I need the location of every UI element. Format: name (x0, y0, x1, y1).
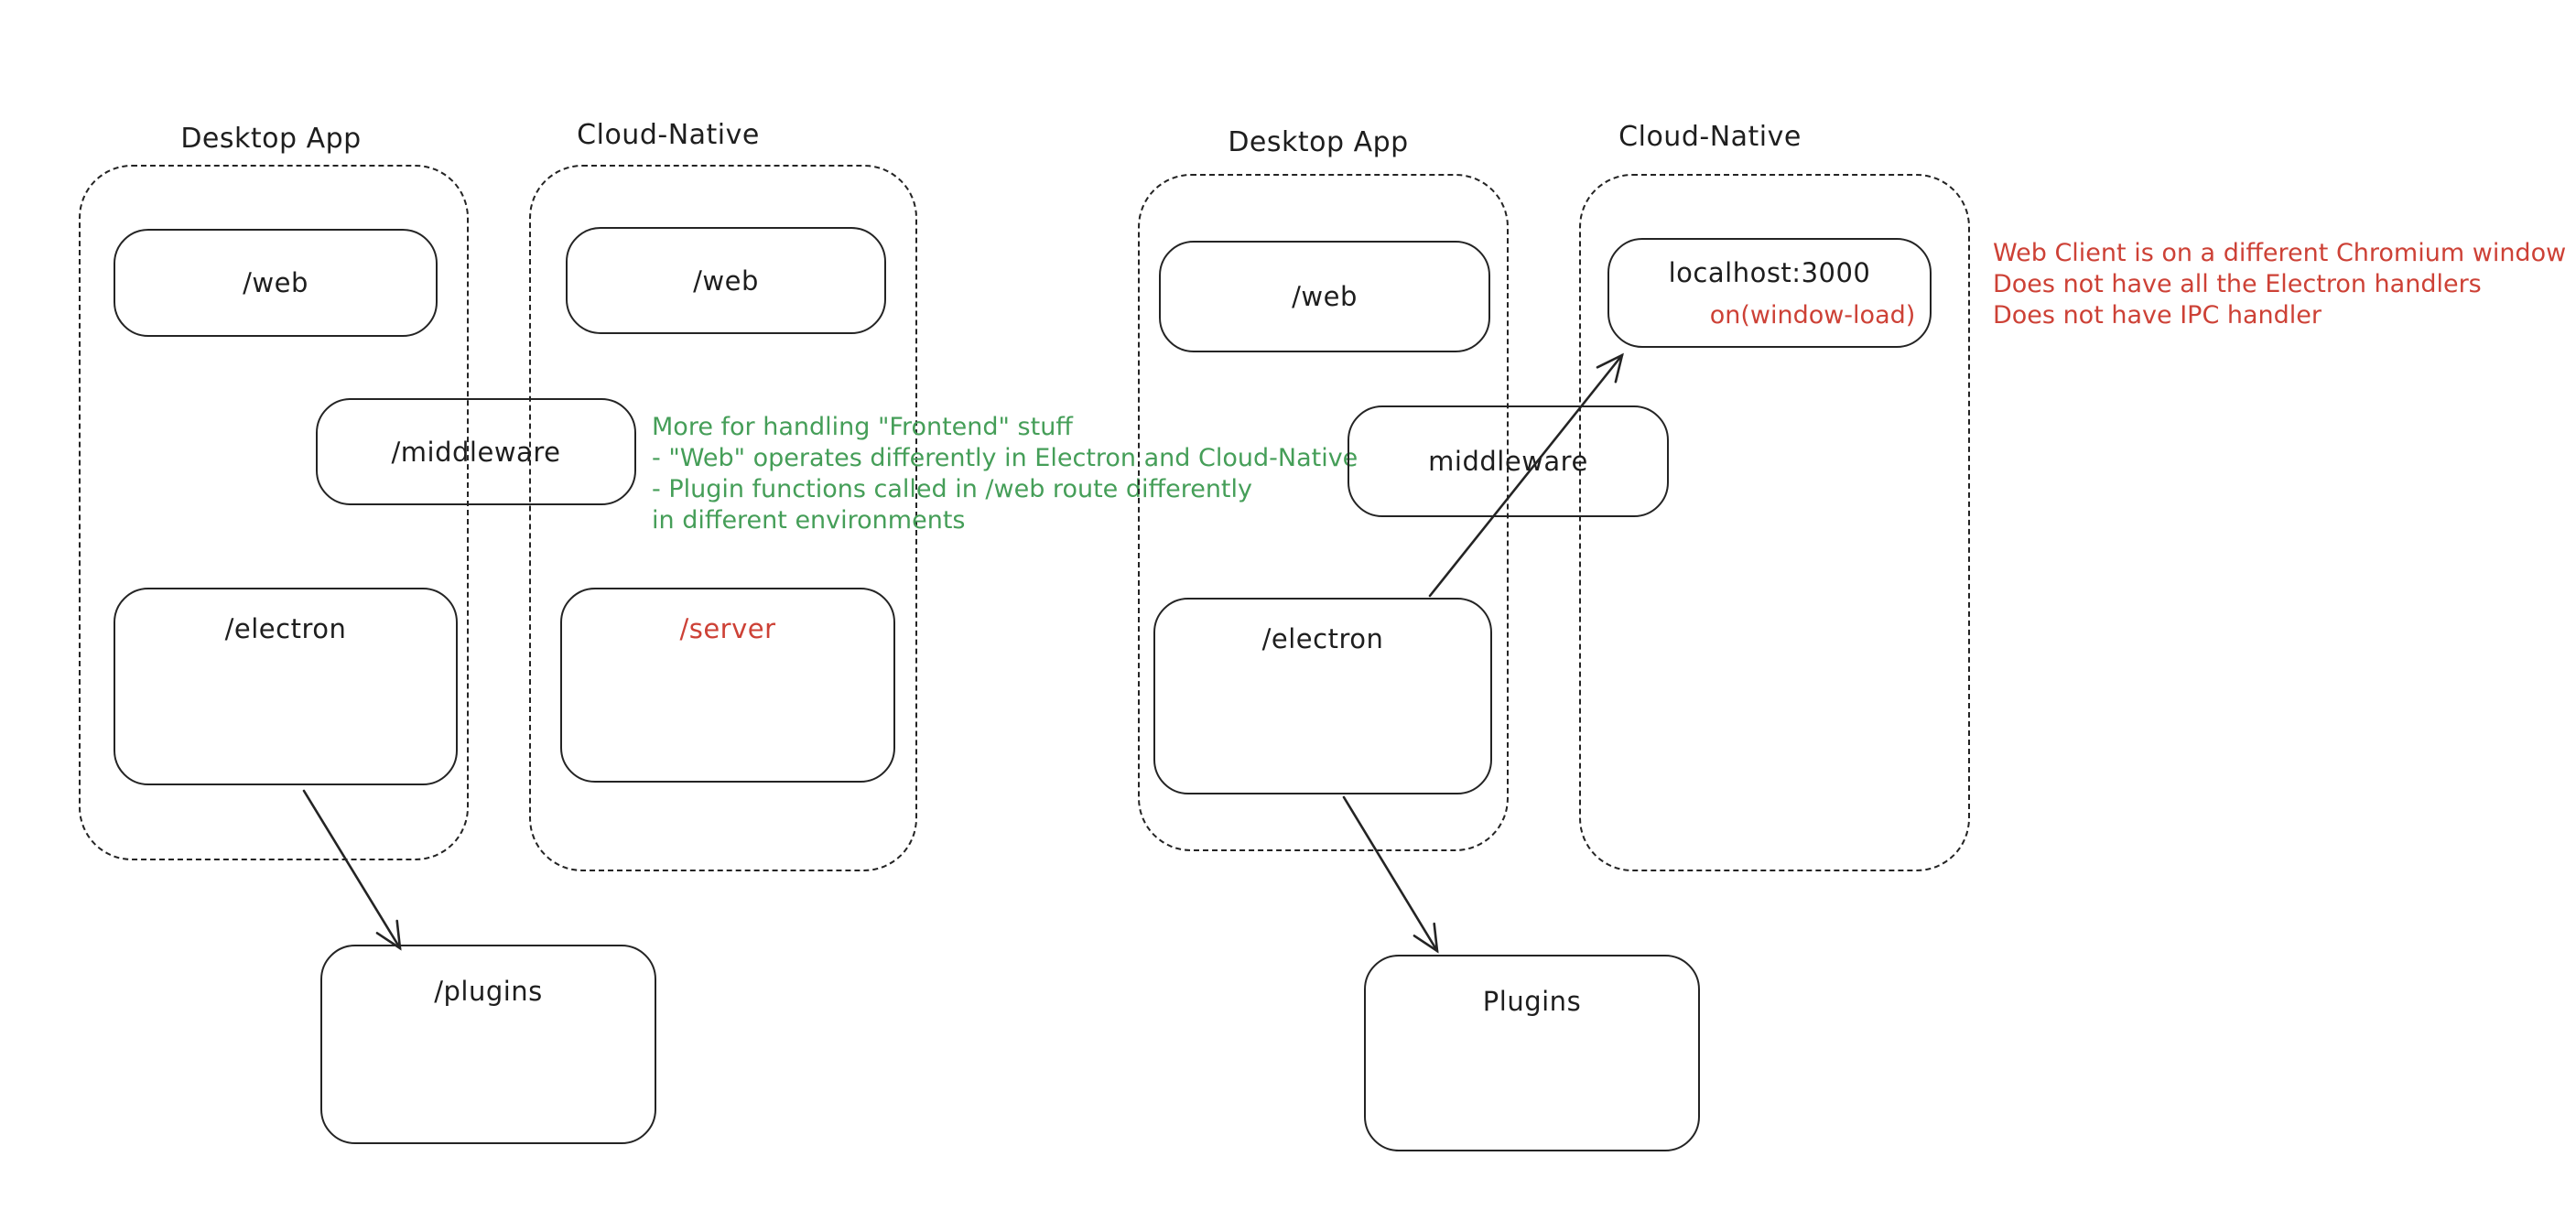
right-electron-label: /electron (1261, 623, 1384, 654)
left-server-label: /server (679, 613, 776, 644)
left-server-box: /server (560, 588, 895, 783)
green-note-line-1: More for handling "Frontend" stuff (652, 413, 1073, 441)
right-localhost-box: localhost:3000 on(window-load) (1607, 238, 1932, 348)
right-plugins-label: Plugins (1482, 986, 1582, 1017)
red-note-line-2: Does not have all the Electron handlers (1993, 270, 2482, 298)
left-plugins-label: /plugins (434, 976, 543, 1007)
right-plugins-box: Plugins (1364, 955, 1700, 1151)
right-web-label: /web (1292, 281, 1358, 312)
right-middleware-label: middleware (1428, 446, 1588, 477)
left-middleware-box: /middleware (316, 398, 636, 505)
left-plugins-box: /plugins (320, 945, 656, 1144)
left-cloud-web-box: /web (566, 227, 886, 334)
left-green-note: More for handling "Frontend" stuff - "We… (652, 412, 1358, 536)
green-note-line-4: in different environments (652, 506, 966, 535)
right-electron-box: /electron (1153, 598, 1492, 794)
left-desktop-app-container (79, 165, 469, 860)
right-middleware-box: middleware (1348, 405, 1669, 517)
left-desktop-web-box: /web (114, 229, 438, 337)
left-desktop-app-title: Desktop App (180, 123, 362, 155)
right-cloud-native-title: Cloud-Native (1618, 121, 1802, 153)
left-middleware-label: /middleware (391, 436, 561, 468)
red-note-line-3: Does not have IPC handler (1993, 301, 2322, 330)
right-window-load-label: on(window-load) (1709, 300, 1916, 330)
left-cloud-web-label: /web (693, 265, 759, 297)
left-cloud-native-title: Cloud-Native (577, 119, 760, 151)
red-note-line-1: Web Client is on a different Chromium wi… (1993, 239, 2567, 267)
right-localhost-label: localhost:3000 (1668, 256, 1871, 288)
left-cloud-native-container (529, 165, 917, 871)
right-red-note: Web Client is on a different Chromium wi… (1993, 238, 2566, 331)
green-note-line-2: - "Web" operates differently in Electron… (652, 444, 1358, 472)
right-web-box: /web (1159, 241, 1490, 352)
right-desktop-app-title: Desktop App (1228, 126, 1409, 158)
left-electron-box: /electron (114, 588, 458, 785)
left-desktop-web-label: /web (243, 267, 308, 298)
left-electron-label: /electron (224, 613, 347, 644)
green-note-line-3: - Plugin functions called in /web route … (652, 475, 1253, 503)
